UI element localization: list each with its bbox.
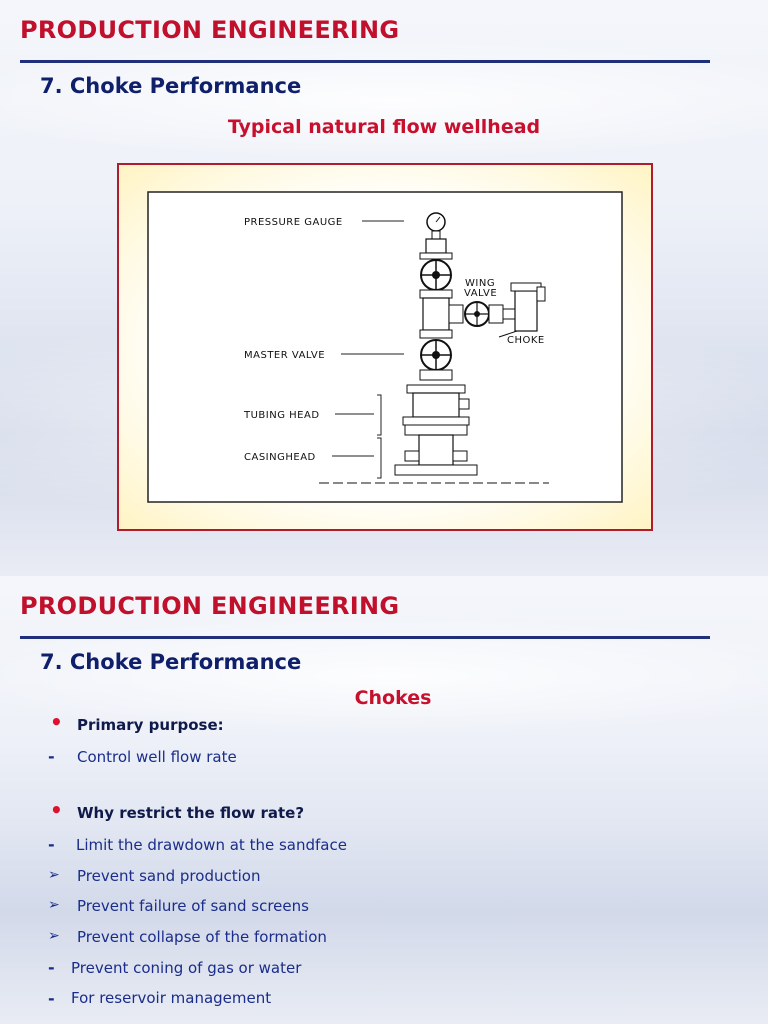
label-casinghead: CASINGHEAD <box>244 452 316 463</box>
label-master-valve: MASTER VALVE <box>244 350 325 361</box>
dash-marker: - <box>48 747 55 766</box>
bullet-item: Why restrict the flow rate? <box>77 804 305 822</box>
label-valve: VALVE <box>464 288 497 299</box>
arrow-item: Prevent collapse of the formation <box>77 928 327 946</box>
slide-subtitle: 7. Choke Performance <box>40 74 302 98</box>
background-swoosh <box>0 40 768 160</box>
chokes-title: Chokes <box>354 687 432 709</box>
label-pressure-gauge: PRESSURE GAUGE <box>244 217 343 228</box>
bullet-marker: • <box>50 710 63 734</box>
slide-subtitle: 7. Choke Performance <box>40 650 302 674</box>
label-wing: WING <box>465 278 495 289</box>
slide-header: PRODUCTION ENGINEERING <box>20 592 400 620</box>
diagram-frame <box>147 191 623 503</box>
arrow-item: Prevent failure of sand screens <box>77 897 309 915</box>
header-rule <box>20 636 710 639</box>
slide-chokes: PRODUCTION ENGINEERING 7. Choke Performa… <box>0 576 768 1024</box>
header-rule <box>20 60 710 63</box>
figure-caption: Typical natural flow wellhead <box>227 116 541 138</box>
arrow-marker: ➢ <box>48 867 60 883</box>
dash-item: Limit the drawdown at the sandface <box>76 836 347 854</box>
arrow-marker: ➢ <box>48 928 60 944</box>
wellhead-figure: PRESSURE GAUGE WING VALVE CHOKE MASTER V… <box>117 163 653 531</box>
bullet-marker: • <box>50 798 63 822</box>
label-tubing-head: TUBING HEAD <box>243 410 320 421</box>
arrow-item: Prevent sand production <box>77 867 261 885</box>
slide-wellhead: PRODUCTION ENGINEERING 7. Choke Performa… <box>0 0 768 576</box>
dash-item: For reservoir management <box>71 989 272 1007</box>
dash-item: Prevent coning of gas or water <box>71 959 302 977</box>
bullet-item: Primary purpose: <box>77 716 224 734</box>
dash-marker: - <box>48 989 55 1008</box>
wellhead-diagram: PRESSURE GAUGE WING VALVE CHOKE MASTER V… <box>147 191 623 503</box>
label-choke: CHOKE <box>507 335 545 346</box>
dash-item: Control well flow rate <box>77 748 237 766</box>
dash-marker: - <box>48 958 55 977</box>
slide-header: PRODUCTION ENGINEERING <box>20 16 400 44</box>
arrow-marker: ➢ <box>48 897 60 913</box>
dash-marker: - <box>48 835 55 854</box>
